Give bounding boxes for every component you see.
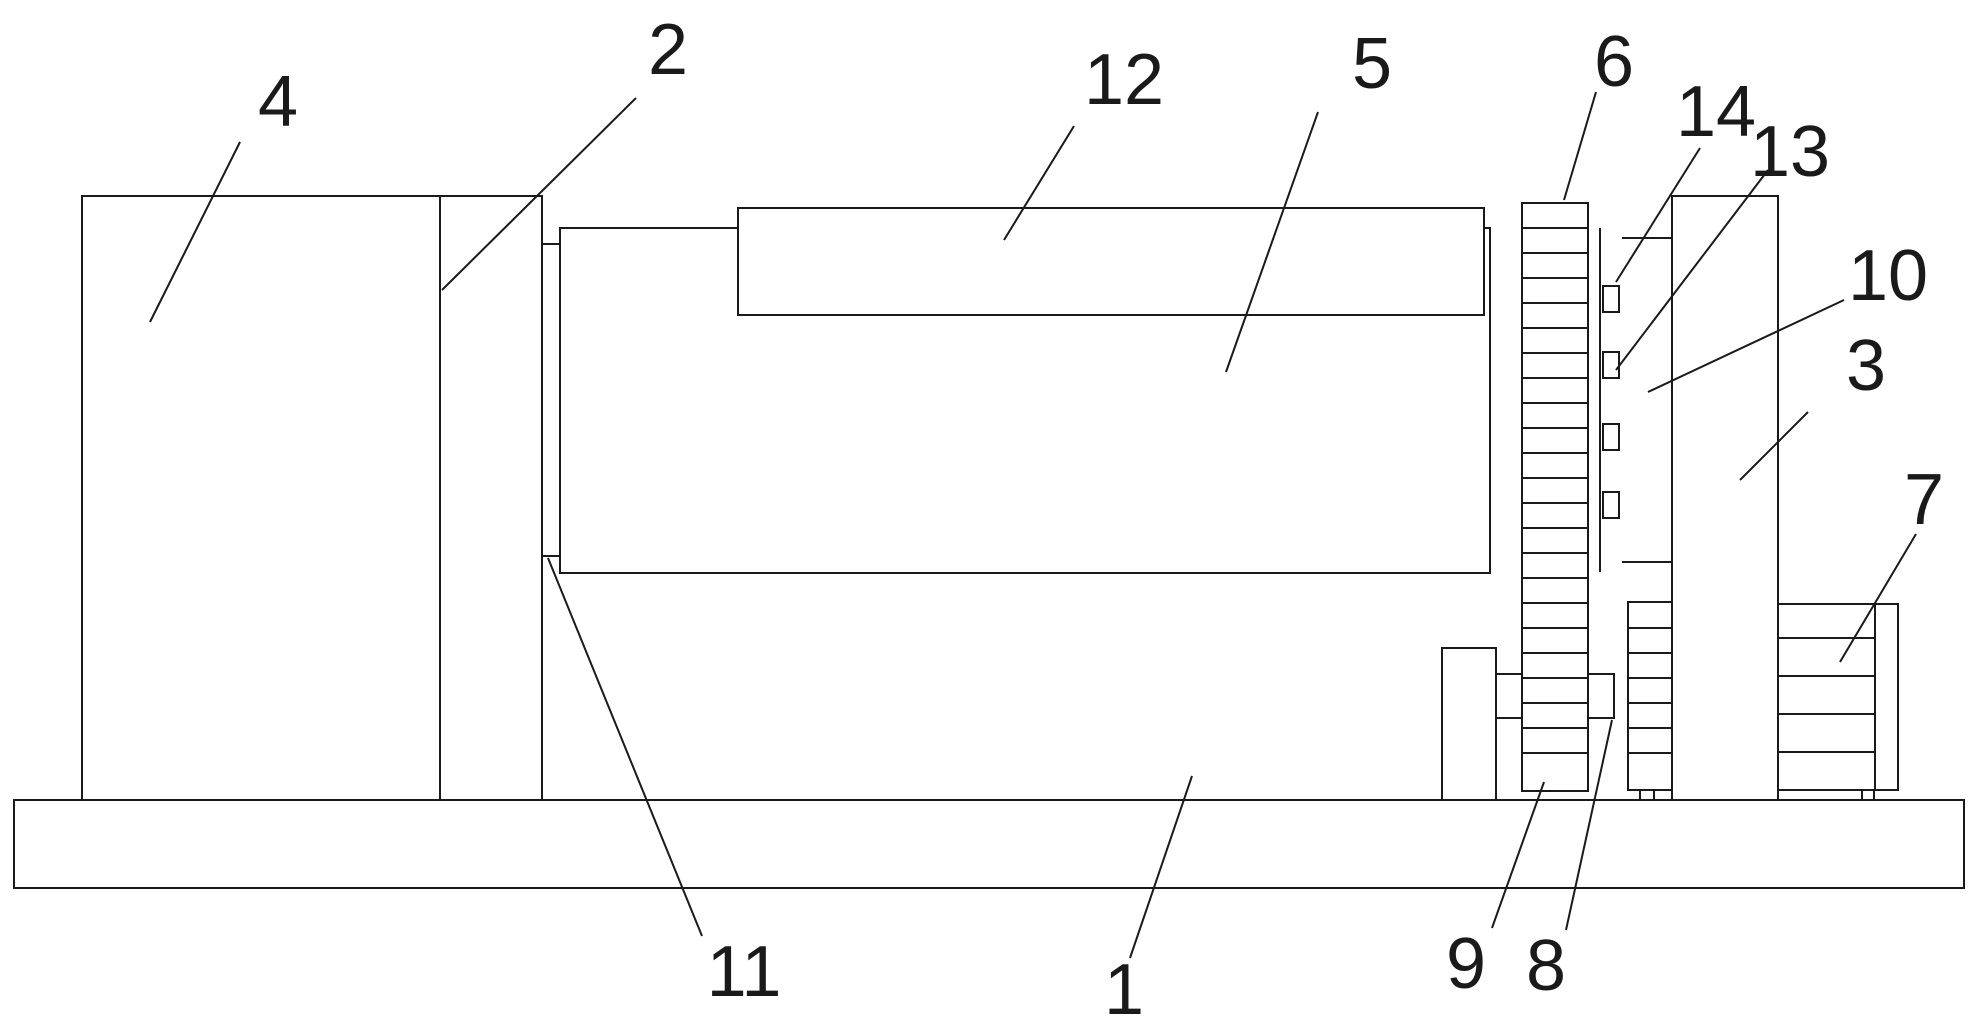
pin-lower [1602, 423, 1620, 451]
left-housing [81, 195, 441, 801]
pin-upper [1602, 285, 1620, 313]
top-bar [737, 207, 1485, 316]
callout-4: 4 [258, 62, 298, 142]
callout-9: 9 [1446, 924, 1486, 1004]
leader-8 [1565, 719, 1613, 931]
foot-small-gear [1639, 789, 1655, 801]
leader-6 [1563, 91, 1597, 201]
leader-4 [149, 141, 241, 323]
ribbed-block-ribs [1778, 637, 1875, 753]
large-gear [1521, 202, 1589, 792]
leader-1 [1129, 775, 1193, 959]
callout-2: 2 [648, 10, 688, 90]
callout-1: 1 [1104, 950, 1144, 1026]
callout-8: 8 [1526, 926, 1566, 1006]
callout-14: 14 [1676, 72, 1756, 152]
callout-10: 10 [1848, 236, 1928, 316]
leader-5 [1225, 111, 1319, 373]
callout-3: 3 [1846, 326, 1886, 406]
callout-12: 12 [1084, 40, 1164, 120]
small-gear-teeth [1628, 627, 1672, 754]
pin-bottom [1602, 491, 1620, 519]
shaft-hub-right [1587, 673, 1615, 719]
left-support-plate [439, 195, 543, 801]
shaft-hub-left [1495, 673, 1523, 719]
right-support-plate [1671, 195, 1779, 801]
leader-14 [1615, 147, 1701, 283]
callout-13: 13 [1750, 112, 1830, 192]
leader-10 [1647, 299, 1845, 393]
large-gear-teeth [1522, 227, 1588, 754]
ribbed-block [1777, 603, 1899, 791]
bracket [1441, 647, 1497, 801]
leader-12 [1003, 125, 1075, 241]
callout-5: 5 [1352, 24, 1392, 104]
side-plate [1622, 237, 1673, 563]
leader-9 [1491, 781, 1545, 929]
pin-middle [1602, 351, 1620, 379]
callout-7: 7 [1904, 460, 1944, 540]
leader-11 [547, 557, 703, 937]
foot-right [1861, 789, 1875, 801]
leader-2 [441, 97, 637, 291]
callout-6: 6 [1594, 22, 1634, 102]
left-collar [541, 243, 561, 557]
small-gear [1627, 601, 1673, 791]
leader-3 [1739, 411, 1809, 481]
callout-11: 11 [707, 932, 782, 1012]
ribbed-block-bevel [1875, 603, 1899, 791]
leader-13 [1615, 169, 1769, 371]
leader-7 [1839, 533, 1917, 663]
base-plate [13, 799, 1965, 889]
